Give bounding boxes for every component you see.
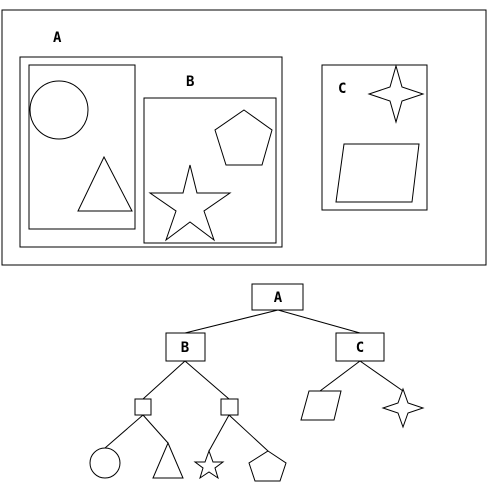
- edge-left-circle: [104, 414, 144, 449]
- four-point-star-shape: [367, 64, 425, 124]
- edge-root-c: [277, 309, 361, 334]
- tree-node-b: [165, 332, 206, 362]
- set-c-box: [321, 64, 428, 211]
- tree-node-root-label: A: [274, 290, 283, 306]
- label-b: B: [186, 74, 194, 90]
- edge-b-right: [184, 360, 230, 400]
- tree-node-root: [251, 283, 304, 311]
- label-a: A: [53, 30, 62, 46]
- outer-frame: [1, 9, 487, 266]
- tree-leaf-pentagon: [248, 450, 287, 482]
- parallelogram-shape: [335, 143, 420, 203]
- label-c: C: [338, 81, 346, 97]
- edge-b-left: [142, 360, 186, 400]
- edge-right-star: [208, 414, 230, 452]
- tree-leaf-star: [193, 449, 225, 480]
- tree-node-c: [335, 332, 385, 362]
- pentagon-shape: [214, 109, 273, 166]
- edge-left-triangle: [142, 414, 169, 444]
- edge-root-b: [184, 309, 279, 334]
- edge-c-star: [359, 360, 404, 392]
- circle-shape: [29, 80, 89, 140]
- tree-leaf-four-point-star: [381, 387, 425, 429]
- set-a-box: [19, 56, 283, 248]
- subset-left-box: [28, 64, 136, 230]
- edge-c-parallelogram: [319, 360, 361, 392]
- tree-leaf-parallelogram: [300, 390, 342, 421]
- tree-node-left-subset: [134, 398, 152, 416]
- edge-right-pentagon: [228, 414, 269, 452]
- tree-leaf-circle: [89, 447, 121, 479]
- triangle-shape: [77, 155, 133, 212]
- tree-node-right-subset: [220, 398, 239, 416]
- tree-leaf-triangle: [152, 441, 184, 479]
- tree-node-b-label: B: [181, 340, 189, 356]
- set-b-box: [143, 97, 277, 244]
- tree-node-c-label: C: [356, 340, 364, 356]
- star-shape: [148, 164, 232, 242]
